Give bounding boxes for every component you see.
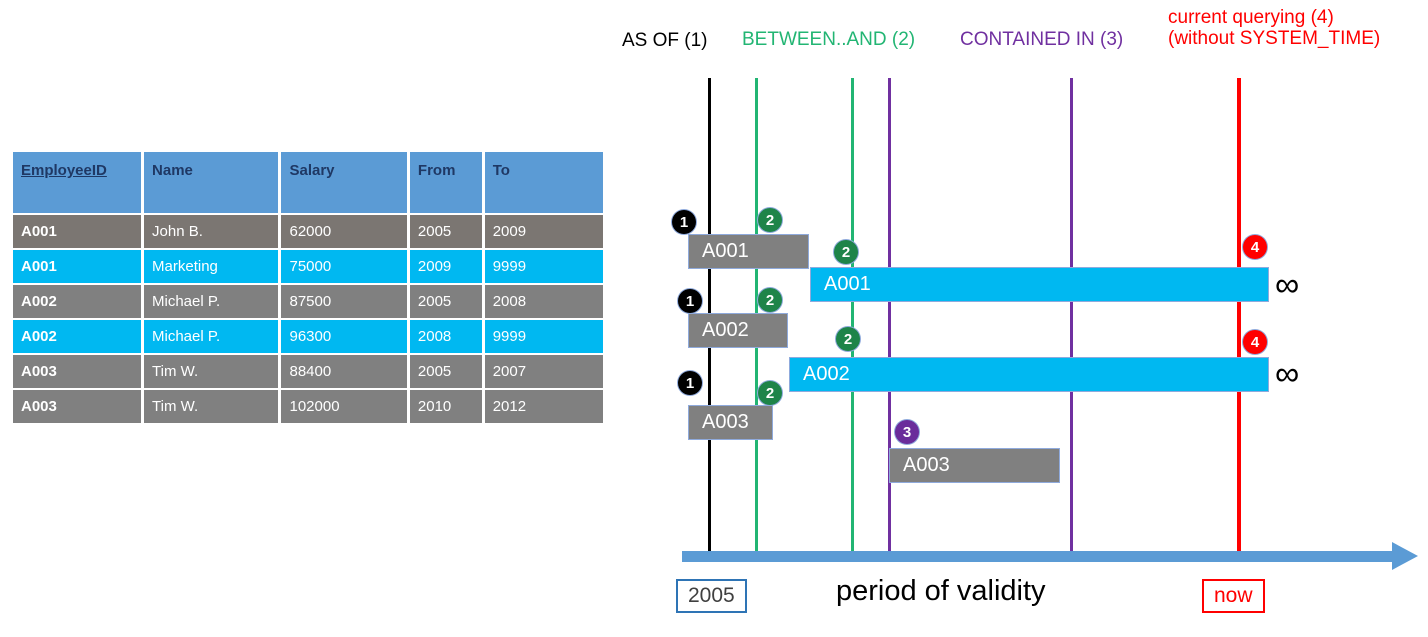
timeline-bar-a002-historical: A002 — [689, 314, 787, 347]
timeline-bar-a001-historical: A001 — [689, 235, 808, 268]
timeline-bar-a003-second: A003 — [890, 449, 1059, 482]
cell-from: 2005 — [409, 215, 482, 248]
cell-employeeid: A002 — [13, 320, 142, 353]
table-row: A002 Michael P. 96300 2008 9999 — [13, 320, 603, 353]
column-header-name[interactable]: Name — [144, 152, 279, 213]
query-line-now — [1237, 78, 1241, 558]
cell-to: 2009 — [484, 215, 603, 248]
cell-salary: 75000 — [281, 250, 407, 283]
cell-employeeid: A003 — [13, 390, 142, 423]
marker-1: 1 — [678, 371, 702, 395]
timeline-bar-a002-current: A002 — [790, 358, 1268, 391]
legend-current-querying-line2: (without SYSTEM_TIME) — [1168, 28, 1381, 50]
timeline-now-label: now — [1202, 579, 1265, 613]
cell-from: 2009 — [409, 250, 482, 283]
column-header-to-label: To — [492, 162, 510, 179]
table-row: A003 Tim W. 88400 2005 2007 — [13, 355, 603, 388]
cell-name: Tim W. — [144, 355, 279, 388]
cell-employeeid: A002 — [13, 285, 142, 318]
column-header-name-label: Name — [152, 162, 193, 179]
cell-employeeid: A001 — [13, 250, 142, 283]
cell-to: 2008 — [484, 285, 603, 318]
marker-2: 2 — [836, 327, 860, 351]
cell-salary: 87500 — [281, 285, 407, 318]
cell-employeeid: A001 — [13, 215, 142, 248]
timeline-bar-a001-current: A001 — [811, 268, 1268, 301]
cell-name: Michael P. — [144, 320, 279, 353]
legend-current-querying-line1: current querying (4) — [1168, 7, 1334, 28]
column-header-employeeid[interactable]: EmployeeID — [13, 152, 142, 213]
cell-salary: 102000 — [281, 390, 407, 423]
legend-contained-in: CONTAINED IN (3) — [960, 29, 1124, 50]
infinity-icon-a002: ∞ — [1275, 355, 1300, 393]
table-row: A001 John B. 62000 2005 2009 — [13, 215, 603, 248]
cell-name: John B. — [144, 215, 279, 248]
marker-1: 1 — [678, 289, 702, 313]
cell-to: 2007 — [484, 355, 603, 388]
timeline-axis-label: period of validity — [836, 575, 1046, 607]
marker-1: 1 — [672, 210, 696, 234]
legend-between-and: BETWEEN..AND (2) — [742, 29, 916, 50]
table-header-row: EmployeeID Name Salary From To — [13, 152, 603, 213]
cell-salary: 88400 — [281, 355, 407, 388]
cell-name: Michael P. — [144, 285, 279, 318]
query-line-contained-end — [1070, 78, 1073, 558]
cell-from: 2005 — [409, 285, 482, 318]
column-header-employeeid-label: EmployeeID — [21, 162, 107, 179]
marker-4: 4 — [1243, 235, 1267, 259]
marker-2: 2 — [758, 208, 782, 232]
cell-salary: 96300 — [281, 320, 407, 353]
cell-to: 9999 — [484, 320, 603, 353]
table-row: A002 Michael P. 87500 2005 2008 — [13, 285, 603, 318]
table-row: A003 Tim W. 102000 2010 2012 — [13, 390, 603, 423]
column-header-salary[interactable]: Salary — [281, 152, 407, 213]
column-header-from-label: From — [417, 162, 456, 179]
cell-from: 2008 — [409, 320, 482, 353]
column-header-salary-label: Salary — [289, 162, 335, 179]
marker-4: 4 — [1243, 330, 1267, 354]
timeline-start-label: 2005 — [676, 579, 747, 613]
employee-history-table: EmployeeID Name Salary From To A001 John… — [10, 150, 606, 425]
cell-salary: 62000 — [281, 215, 407, 248]
cell-to: 2012 — [484, 390, 603, 423]
timeline-axis — [682, 551, 1394, 562]
column-header-from[interactable]: From — [409, 152, 482, 213]
cell-to: 9999 — [484, 250, 603, 283]
marker-3: 3 — [895, 420, 919, 444]
infinity-icon-a001: ∞ — [1275, 266, 1300, 304]
cell-from: 2005 — [409, 355, 482, 388]
marker-2: 2 — [834, 240, 858, 264]
column-header-to[interactable]: To — [484, 152, 603, 213]
table-row: A001 Marketing 75000 2009 9999 — [13, 250, 603, 283]
query-line-between-end — [851, 78, 854, 558]
legend-current-querying: current querying (4) (without SYSTEM_TIM… — [1168, 7, 1380, 50]
timeline-bar-a003-historical: A003 — [689, 406, 772, 439]
cell-name: Tim W. — [144, 390, 279, 423]
cell-name: Marketing — [144, 250, 279, 283]
cell-from: 2010 — [409, 390, 482, 423]
timeline-axis-arrow-icon — [1392, 542, 1418, 570]
marker-2: 2 — [758, 381, 782, 405]
marker-2: 2 — [758, 288, 782, 312]
cell-employeeid: A003 — [13, 355, 142, 388]
legend-as-of: AS OF (1) — [622, 30, 708, 51]
query-line-contained-start — [888, 78, 891, 558]
